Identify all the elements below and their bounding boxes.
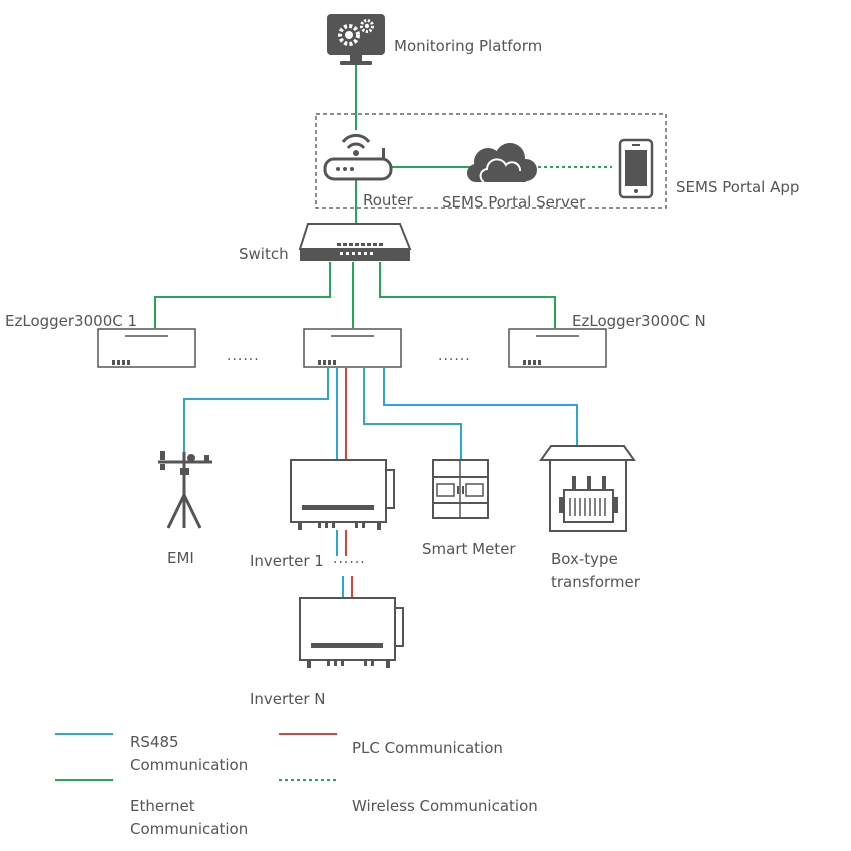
emi-label: EMI [167,549,194,567]
ezlogger-1-label: EzLogger3000C 1 [5,312,138,330]
legend-plc-label: PLC Communication [352,739,503,757]
ellipsis-left: ...... [227,348,260,364]
switch-label: Switch [239,245,289,263]
box-transformer-label: Box-type transformer [551,550,640,591]
legend-wireless-label: Wireless Communication [352,797,538,815]
line-switch-logger1 [154,262,331,328]
emi-icon [158,451,212,529]
switch-icon [298,223,412,261]
inverter-n-icon [299,597,404,668]
ellipsis-right: ...... [438,348,471,364]
inverter-1-label: Inverter 1 [250,552,324,570]
line-logger-meter [363,368,462,460]
ezlogger-n-label: EzLogger3000C N [572,312,706,330]
router-label: Router [363,191,413,209]
plc-lines [345,368,353,598]
cloud-server-icon [467,143,537,182]
phone-icon [618,138,654,199]
line-logger-transformer [383,368,578,446]
cloud-inner-outline [479,158,522,183]
ellipsis-inverters: ...... [333,551,366,567]
ezlogger-mid-icon [303,328,402,368]
inverter-n-label: Inverter N [250,690,326,708]
sems-portal-app-label: SEMS Portal App [676,178,800,196]
smart-meter-label: Smart Meter [422,540,516,558]
monitoring-platform-label: Monitoring Platform [394,37,543,55]
ezlogger-n-icon [508,328,607,368]
router-icon [323,133,393,181]
line-switch-loggerN [379,262,556,328]
legend-rs485-label: RS485 Communication [130,733,249,774]
box-transformer-icon [539,445,636,532]
ethernet-lines [154,63,556,328]
sems-portal-server-label: SEMS Portal Server [442,193,586,211]
monitoring-platform-icon [327,14,385,65]
inverter-1-icon [290,459,395,530]
rs485-lines [183,368,578,598]
smart-meter-icon [432,459,489,519]
line-logger-emi [183,368,329,452]
cloud-network-boundary [315,113,667,209]
ezlogger-1-icon [97,328,196,368]
legend-ethernet-label: Ethernet Communication [130,797,249,838]
